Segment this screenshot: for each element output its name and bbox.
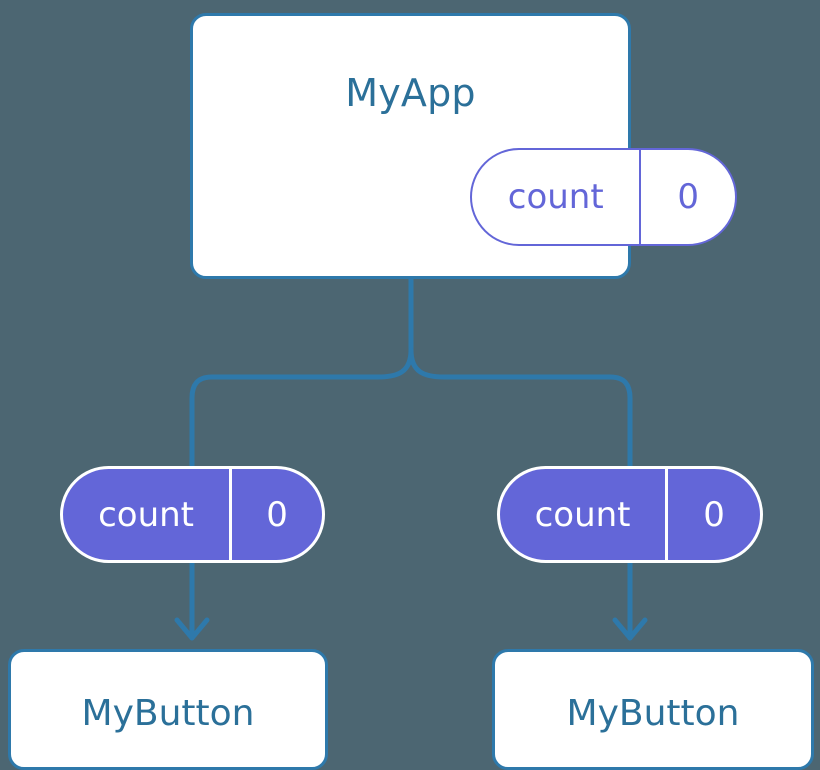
prop-pill-left-key: count	[63, 469, 233, 560]
component-title-mybutton-left: MyButton	[81, 693, 255, 734]
component-title-mybutton-right: MyButton	[566, 693, 740, 734]
wire-arrow-right-head	[612, 617, 648, 641]
component-card-mybutton-left[interactable]: MyButton	[8, 649, 328, 770]
wire-arrow-left-head	[174, 617, 210, 641]
prop-pill-left-value: 0	[266, 494, 288, 535]
component-card-mybutton-right[interactable]: MyButton	[492, 649, 814, 770]
state-pill-root[interactable]: count 0	[470, 148, 737, 246]
state-pill-root-key: count	[472, 150, 642, 244]
prop-pill-right[interactable]: count 0	[497, 466, 763, 563]
wire-branch-left	[189, 347, 414, 469]
prop-pill-left[interactable]: count 0	[60, 466, 325, 563]
prop-pill-right-value: 0	[703, 494, 725, 535]
wire-branch-right	[408, 347, 633, 469]
component-title-myapp: MyApp	[345, 71, 476, 115]
state-pill-root-value: 0	[677, 177, 700, 217]
prop-pill-right-key: count	[500, 469, 669, 560]
component-card-myapp[interactable]: MyApp count 0	[190, 13, 737, 279]
